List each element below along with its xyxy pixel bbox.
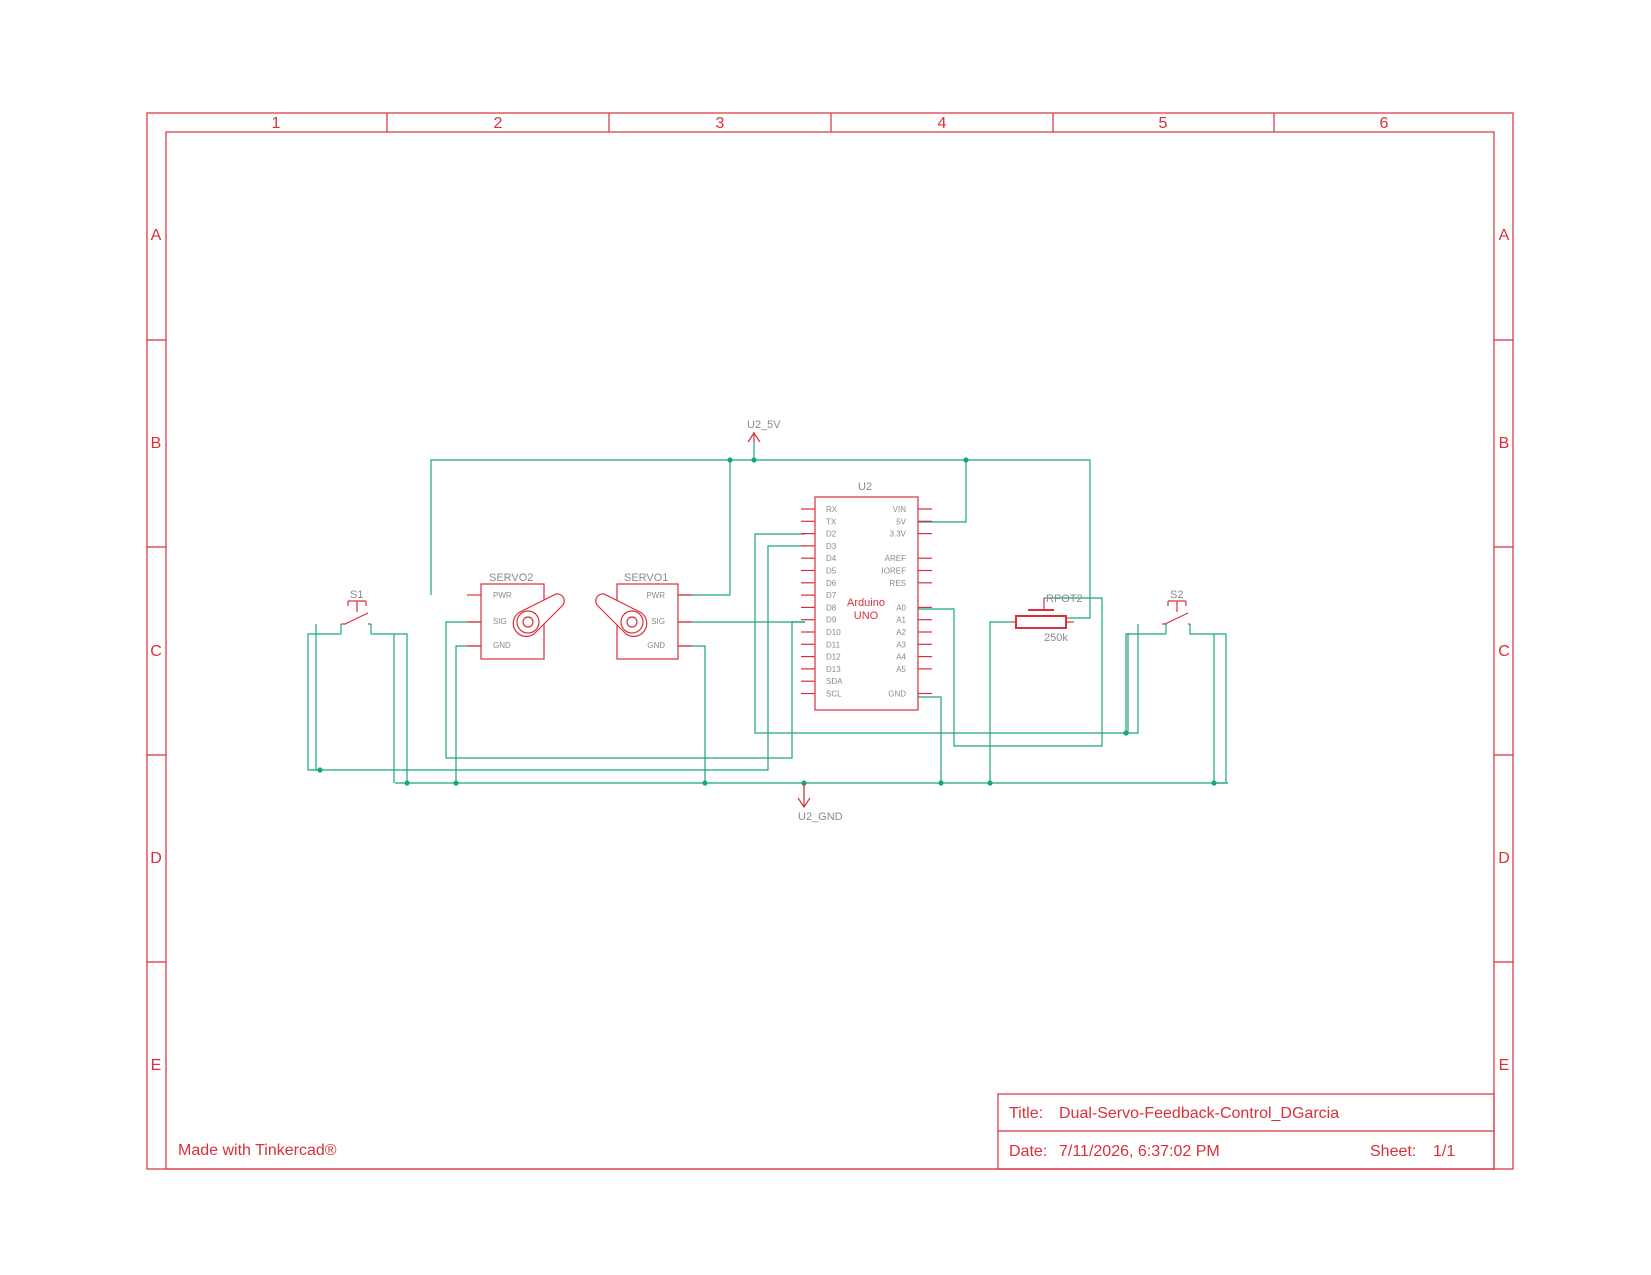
u2-pin-label-d4: D4: [826, 554, 837, 563]
switch-s2: S2: [1162, 589, 1190, 625]
gnd-label: U2_GND: [798, 811, 843, 823]
servo1: SERVO1 PWR SIG GND: [595, 572, 692, 660]
s1-ref: S1: [350, 589, 363, 601]
switch-s1: S1: [341, 589, 371, 625]
u2-pin-label-res: RES: [890, 579, 906, 588]
servo2: SERVO2 PWR SIG GND: [467, 572, 565, 660]
row-label-c-right: C: [1498, 643, 1510, 660]
row-label-e-right: E: [1499, 1057, 1510, 1074]
u2-ref: U2: [858, 481, 872, 493]
junction-dots: [317, 457, 1217, 786]
u2-pin-label-5v: 5V: [896, 517, 906, 526]
made-with-tinkercad: Made with Tinkercad®: [178, 1142, 337, 1159]
u2-pin-label-a0: A0: [896, 603, 906, 612]
column-label-3: 3: [716, 115, 725, 132]
servo1-pin-pwr: PWR: [646, 591, 665, 600]
u2-pin-label-aref: AREF: [885, 554, 906, 563]
servo2-ref: SERVO2: [489, 572, 533, 584]
vcc-symbol: U2_5V: [747, 419, 781, 443]
drawing-frame: 1 2 3 4 5 6 A B C D E A B C D E Made wit…: [146, 112, 1514, 1170]
row-label-b-left: B: [151, 435, 162, 452]
u2-pin-label-a3: A3: [896, 640, 906, 649]
u2-pin-label-vin: VIN: [893, 505, 907, 514]
u2-pin-label-d3: D3: [826, 542, 837, 551]
u2-pin-label-d11: D11: [826, 640, 841, 649]
u2-pin-label-d13: D13: [826, 665, 841, 674]
u2-pin-label-d9: D9: [826, 616, 837, 625]
servo2-pin-gnd: GND: [493, 641, 511, 650]
title-block: Title: Dual-Servo-Feedback-Control_DGarc…: [997, 1093, 1495, 1170]
u2-pin-label-tx: TX: [826, 517, 837, 526]
column-label-5: 5: [1159, 115, 1168, 132]
u2-pin-label-a2: A2: [896, 628, 906, 637]
date-value: 7/11/2026, 6:37:02 PM: [1059, 1143, 1220, 1160]
row-label-a-left: A: [151, 227, 162, 244]
row-label-d-right: D: [1498, 850, 1510, 867]
u2-pin-label-d5: D5: [826, 567, 837, 576]
u2-pin-label-d10: D10: [826, 628, 841, 637]
u2-pin-label-ioref: IOREF: [882, 567, 907, 576]
column-label-6: 6: [1380, 115, 1389, 132]
u2-pin-label-a5: A5: [896, 665, 906, 674]
title-label: Title:: [1009, 1105, 1043, 1122]
u2-pin-label-d2: D2: [826, 530, 837, 539]
u2-pin-label-scl: SCL: [826, 690, 842, 699]
u2-pin-label-a1: A1: [896, 616, 906, 625]
row-label-d-left: D: [150, 850, 162, 867]
title-value: Dual-Servo-Feedback-Control_DGarcia: [1059, 1105, 1339, 1122]
servo1-horn-icon: [595, 593, 648, 637]
rpot2-ref: RPOT2: [1046, 593, 1083, 605]
u2-pin-label-gnd: GND: [888, 690, 906, 699]
row-label-b-right: B: [1499, 435, 1510, 452]
wires: [307, 442, 1228, 800]
column-label-4: 4: [938, 115, 947, 132]
vcc-label: U2_5V: [747, 419, 781, 431]
u2-pin-label-a4: A4: [896, 653, 906, 662]
u2-pin-label-d8: D8: [826, 603, 837, 612]
u2-name-line1: Arduino: [847, 597, 885, 609]
row-label-e-left: E: [151, 1057, 162, 1074]
servo1-ref: SERVO1: [624, 572, 668, 584]
ground-symbol: U2_GND: [797, 783, 843, 823]
u2-pin-label-d7: D7: [826, 591, 837, 600]
u2-pin-label-d12: D12: [826, 653, 841, 662]
rpot2-value: 250k: [1044, 632, 1068, 644]
servo2-horn-icon: [512, 593, 565, 637]
row-label-a-right: A: [1499, 227, 1510, 244]
inner-border: [165, 131, 1495, 1170]
potentiometer-rpot2: RPOT2 250k: [1012, 593, 1083, 644]
column-label-1: 1: [272, 115, 281, 132]
servo2-pin-sig: SIG: [493, 617, 507, 626]
date-label: Date:: [1009, 1143, 1047, 1160]
column-label-2: 2: [494, 115, 503, 132]
row-label-c-left: C: [150, 643, 162, 660]
sheet-value: 1/1: [1433, 1143, 1455, 1160]
u2-pin-label-rx: RX: [826, 505, 838, 514]
arduino-uno-u2: U2 Arduino UNO RX TX D2D3D4D5D6D7D8D9D10D1…: [801, 481, 932, 711]
s2-ref: S2: [1170, 589, 1183, 601]
u2-pin-label-3-3v: 3.3V: [890, 530, 907, 539]
servo2-pin-pwr: PWR: [493, 591, 512, 600]
sheet-label: Sheet:: [1370, 1143, 1416, 1160]
u2-pin-label-sda: SDA: [826, 677, 843, 686]
u2-name-line2: UNO: [854, 610, 879, 622]
servo1-pin-sig: SIG: [651, 617, 665, 626]
u2-pin-label-d6: D6: [826, 579, 837, 588]
servo1-pin-gnd: GND: [647, 641, 665, 650]
